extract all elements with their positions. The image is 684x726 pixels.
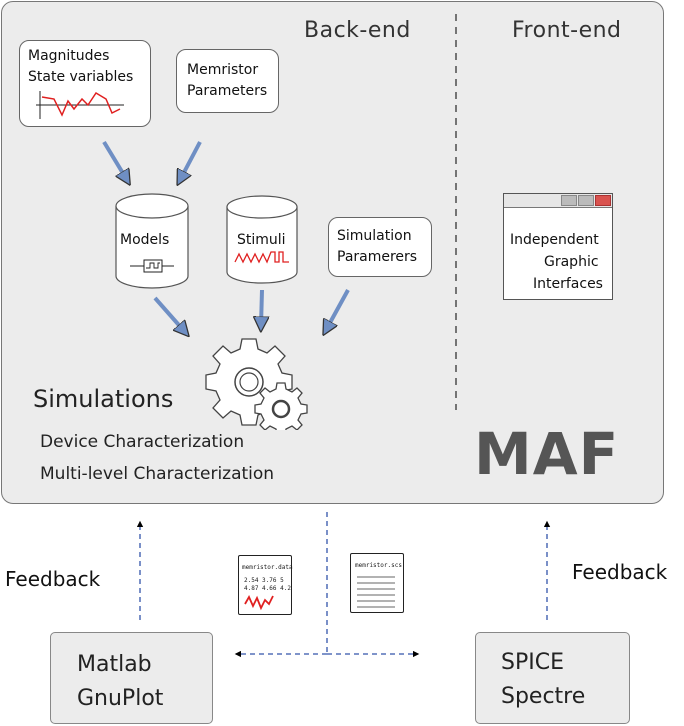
gui-window: Independent Graphic Interfaces [503, 193, 613, 300]
device-characterization-label: Device Characterization [40, 432, 245, 452]
models-label: Models [120, 232, 170, 248]
backend-title: Back-end [304, 18, 411, 43]
waveform-icon [36, 91, 124, 119]
spice-spectre-box: SPICE Spectre [475, 632, 630, 724]
simulation-label: Simulation [337, 228, 412, 244]
arrow-memristor-to-models [180, 141, 202, 180]
magnitudes-card: Magnitudes State variables [19, 40, 151, 127]
memristor-parameters-card: Memristor Parameters [176, 49, 279, 113]
arrow-models-to-simulation [153, 296, 185, 332]
data-row-2: 4.87 4.66 4.2 [244, 585, 291, 592]
stimuli-waveform-icon [234, 251, 289, 264]
data-file-document: memristor.data 2.54 3.76 5 4.87 4.66 4.2 [238, 555, 293, 615]
scs-file-document: memristor.scs [350, 553, 404, 613]
gears-icon [205, 338, 308, 430]
maximize-icon [578, 195, 594, 206]
simulation-parameters-card: Simulation Paramerers [328, 217, 432, 277]
spice-label: SPICE [501, 650, 564, 675]
paramerers-label: Paramerers [337, 249, 418, 265]
memristor-label: Memristor [187, 62, 259, 78]
simulations-title: Simulations [33, 385, 174, 413]
close-icon [595, 195, 611, 206]
spectre-label: Spectre [501, 684, 586, 709]
backend-frontend-separator [455, 14, 457, 410]
magnitudes-label: Magnitudes [28, 48, 110, 64]
graphic-label: Graphic [544, 254, 599, 270]
data-file-name: memristor.data [242, 564, 293, 571]
matlab-label: Matlab [77, 652, 152, 677]
matlab-gnuplot-box: Matlab GnuPlot [50, 632, 213, 724]
models-cylinder [115, 193, 189, 289]
independent-label: Independent [510, 232, 599, 248]
stimuli-cylinder [226, 195, 298, 284]
arrow-magnitudes-to-models [102, 140, 127, 180]
feedback-left-label: Feedback [5, 567, 101, 591]
arrow-simparams-to-simulation [326, 289, 350, 330]
parameters-label: Parameters [187, 83, 268, 99]
data-row-1: 2.54 3.76 5 [244, 577, 284, 584]
frontend-title: Front-end [512, 18, 622, 43]
gnuplot-label: GnuPlot [77, 686, 164, 711]
state-variables-label: State variables [28, 69, 134, 85]
interfaces-label: Interfaces [533, 276, 603, 292]
maf-logo: MAF [474, 420, 620, 488]
stimuli-label: Stimuli [237, 232, 286, 248]
feedback-right-label: Feedback [572, 560, 668, 584]
scs-file-name: memristor.scs [355, 562, 402, 569]
memristor-symbol-icon [130, 259, 174, 273]
text-lines-icon [357, 576, 395, 608]
data-waveform-icon [244, 595, 274, 611]
minimize-icon [561, 195, 577, 206]
multilevel-characterization-label: Multi-level Characterization [40, 464, 275, 484]
arrow-stimuli-to-simulation [261, 289, 262, 326]
